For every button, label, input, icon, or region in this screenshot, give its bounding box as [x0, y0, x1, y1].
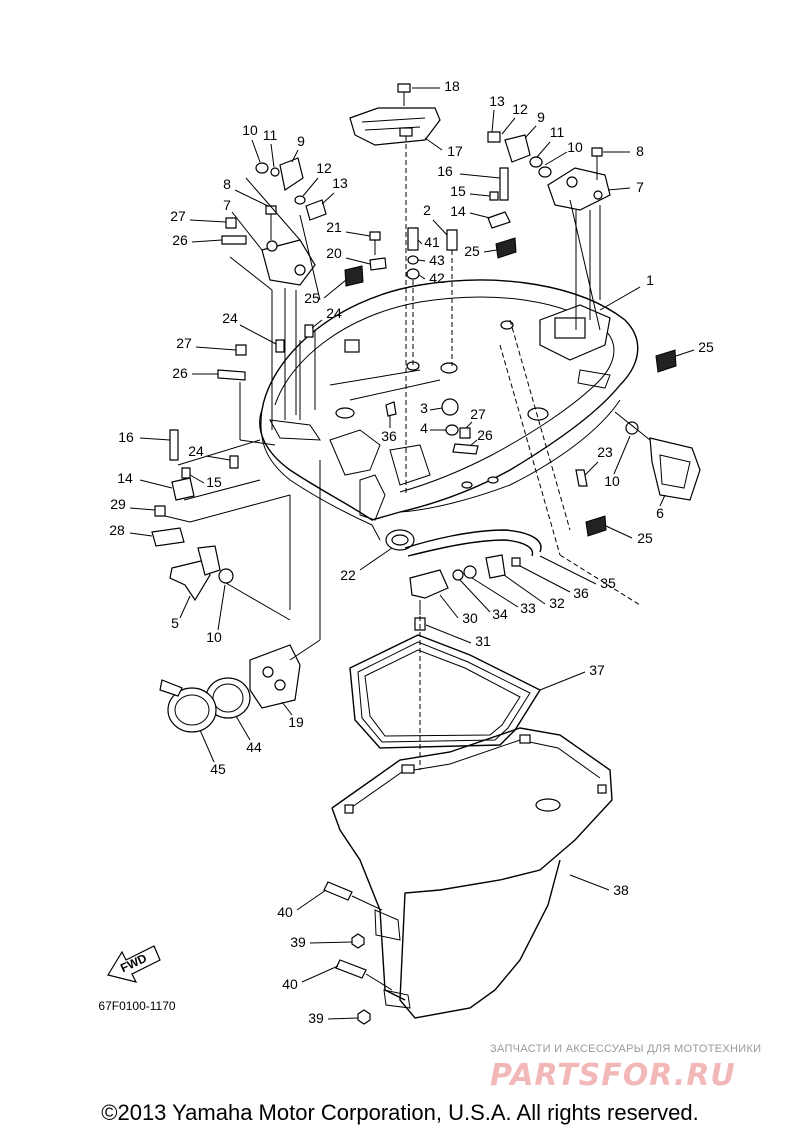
cowling-top-bracket-part	[349, 83, 441, 495]
callout-21: 21	[326, 219, 342, 235]
part-code-label: 67F0100-1170	[98, 999, 176, 1013]
callout-25-a: 25	[304, 290, 320, 306]
callout-16-left: 16	[118, 429, 134, 445]
callout-4: 4	[420, 420, 428, 436]
callout-17: 17	[447, 143, 463, 159]
callout-5: 5	[171, 615, 179, 631]
callout-33: 33	[520, 600, 536, 616]
callout-14-right: 14	[450, 203, 466, 219]
callout-42: 42	[429, 270, 445, 286]
callout-32: 32	[549, 595, 565, 611]
connector-lines	[164, 199, 641, 770]
callout-10-lower: 10	[206, 629, 222, 645]
latch-assembly-part	[614, 411, 701, 501]
lever-latch-part	[169, 545, 291, 621]
callout-30: 30	[462, 610, 478, 626]
callout-41: 41	[424, 234, 440, 250]
callout-1: 1	[646, 272, 654, 288]
callout-9-right: 9	[537, 109, 545, 125]
callout-10-right-lower: 10	[604, 473, 620, 489]
callout-23: 23	[597, 444, 613, 460]
callout-25-c: 25	[698, 339, 714, 355]
callout-24-a: 24	[222, 310, 238, 326]
callout-16-right: 16	[437, 163, 453, 179]
callout-26-b: 26	[172, 365, 188, 381]
callout-22: 22	[340, 567, 356, 583]
callout-26-c: 26	[477, 427, 493, 443]
callout-19: 19	[288, 714, 304, 730]
callout-36-b: 36	[381, 428, 397, 444]
callout-10-right: 10	[567, 139, 583, 155]
callout-27-c: 27	[470, 406, 486, 422]
callout-45: 45	[210, 761, 226, 777]
callout-9-left: 9	[297, 133, 305, 149]
callout-38: 38	[613, 882, 629, 898]
callout-12-right: 12	[512, 101, 528, 117]
callout-27-b: 27	[176, 335, 192, 351]
right-hinge-bracket-part	[487, 131, 611, 330]
callout-10-left: 10	[242, 122, 258, 138]
callout-3: 3	[420, 400, 428, 416]
callout-8-right: 8	[636, 143, 644, 159]
callout-13-right: 13	[489, 93, 505, 109]
callout-44: 44	[246, 739, 262, 755]
callout-40-b: 40	[282, 976, 298, 992]
callout-31: 31	[475, 633, 491, 649]
callout-12-left: 12	[316, 160, 332, 176]
callout-15-left: 15	[206, 474, 222, 490]
callout-15-right: 15	[450, 183, 466, 199]
callout-8-left: 8	[223, 176, 231, 192]
fwd-arrow-icon: FWD	[107, 945, 161, 983]
callout-20: 20	[326, 245, 342, 261]
callout-7-left: 7	[223, 197, 231, 213]
callout-13-left: 13	[332, 175, 348, 191]
callout-34: 34	[492, 606, 508, 622]
left-hinge-bracket-part	[229, 157, 327, 430]
callout-25-b: 25	[464, 243, 480, 259]
callout-6: 6	[656, 505, 664, 521]
callout-11-right: 11	[550, 124, 565, 140]
callout-43: 43	[429, 252, 445, 268]
callout-24-b: 24	[326, 305, 342, 321]
connector-and-clamp-part	[159, 644, 301, 733]
copyright-notice: ©2013 Yamaha Motor Corporation, U.S.A. A…	[101, 1100, 699, 1125]
callout-18: 18	[444, 78, 460, 94]
callout-37: 37	[589, 662, 605, 678]
lower-cover-part	[323, 727, 613, 1025]
watermark-brand: PARTSFOR.RU	[490, 1058, 736, 1093]
callout-24-c: 24	[188, 443, 204, 459]
callout-14-left: 14	[117, 470, 133, 486]
callout-39-b: 39	[308, 1010, 324, 1026]
callout-36-a: 36	[573, 585, 589, 601]
clips-and-brackets-part	[151, 167, 677, 547]
callout-35: 35	[600, 575, 616, 591]
callout-40-a: 40	[277, 904, 293, 920]
watermark-tagline: ЗАПЧАСТИ И АКСЕССУАРЫ ДЛЯ МОТОТЕХНИКИ	[490, 1043, 762, 1055]
bottom-cowling-part	[259, 279, 639, 541]
callout-29: 29	[110, 496, 126, 512]
callout-2: 2	[423, 202, 431, 218]
callout-11-left: 11	[263, 127, 278, 143]
callout-7-right: 7	[636, 179, 644, 195]
callout-39-a: 39	[290, 934, 306, 950]
callout-26-a: 26	[172, 232, 188, 248]
callout-25-d: 25	[637, 530, 653, 546]
callout-27-a: 27	[170, 208, 186, 224]
callout-28: 28	[109, 522, 125, 538]
callout-labels: 1 2 3 4 5 6 7 7 8 8 9 9 10 10 10 10 11 1…	[109, 78, 714, 1026]
